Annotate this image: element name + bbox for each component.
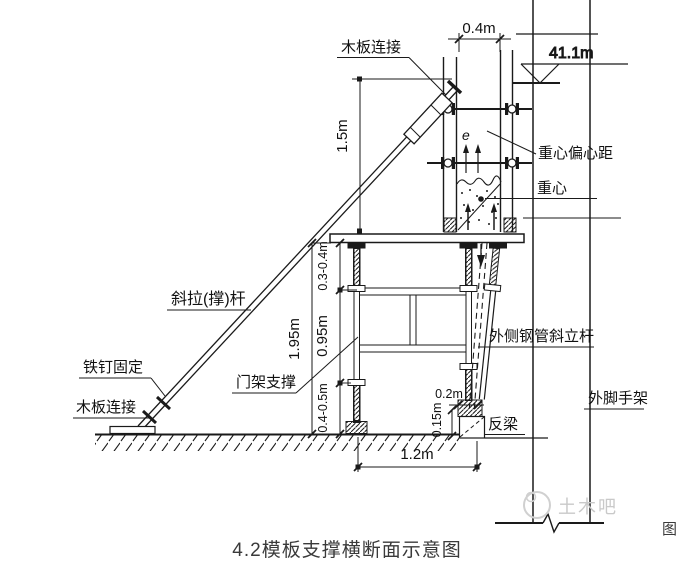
dim-base-span: 1.2m xyxy=(400,446,433,463)
watermark-text: 土木吧 xyxy=(558,497,618,517)
frame-bottom-rail xyxy=(359,344,467,353)
dim-bottom-jack: 0.4-0.5m xyxy=(316,383,330,432)
watermark: 土木吧 xyxy=(523,491,618,519)
screw-jack xyxy=(465,248,473,287)
part-labels: 木板连接 斜拉(撑)杆 铁钉固定 木板连接 门架支撑 外侧钢管斜立杆 外脚手架 … xyxy=(73,38,648,435)
tie-bolt xyxy=(504,156,520,170)
watermark-logo-icon xyxy=(523,491,551,519)
label-nail-fixing: 铁钉固定 xyxy=(83,359,143,376)
label-center-of-gravity: 重心 xyxy=(537,180,567,197)
frame-top-rail xyxy=(359,287,467,296)
label-outer-scaffold: 外脚手架 xyxy=(588,390,648,407)
strut-connector xyxy=(155,395,172,411)
dimensions: 0.4m 1.5m 1.95m 0.3-0.4m 0.95m 0.4-0.5m … xyxy=(286,20,511,472)
load-arrow xyxy=(477,255,485,267)
dim-upper-height: 1.5m xyxy=(334,119,351,152)
tie-bolt xyxy=(504,102,520,116)
label-inverted-beam: 反梁 xyxy=(488,416,518,433)
dim-rod-offset: 0.2m xyxy=(435,387,463,401)
wedge-pad-right xyxy=(503,217,517,233)
frame-center-post xyxy=(409,294,417,346)
diagonal-strut xyxy=(109,79,463,435)
center-of-gravity-dot xyxy=(478,196,484,202)
dim-total-height: 1.95m xyxy=(286,318,303,360)
strut-top-cap xyxy=(446,79,463,95)
dim-top-width: 0.4m xyxy=(462,20,495,37)
base-plate-left xyxy=(345,421,368,434)
screw-jack xyxy=(353,248,361,287)
corner-char: 图 xyxy=(662,521,677,538)
elevation-value: 41.1m xyxy=(549,45,593,62)
ground xyxy=(95,433,548,451)
label-diagonal-tie-rod: 斜拉(撑)杆 xyxy=(171,290,246,308)
strut-sole-plate xyxy=(109,425,156,435)
figure-caption: 4.2模板支撑横断面示意图 xyxy=(232,539,461,561)
eccentricity-dim: e xyxy=(462,127,481,173)
tie-bolt xyxy=(440,156,456,170)
label-gate-frame-support: 门架支撑 xyxy=(236,374,296,391)
screw-jack xyxy=(353,385,361,423)
label-outer-steel-pipe-rod: 外侧钢管斜立杆 xyxy=(489,328,594,345)
label-wood-connection-bottom: 木板连接 xyxy=(76,398,136,416)
gate-frame xyxy=(345,242,486,439)
hidden-rod-dashed xyxy=(468,242,483,414)
concrete-block xyxy=(443,175,517,233)
dim-beam-depth: 0.15m xyxy=(430,403,444,438)
inclined-outer-rod xyxy=(468,242,507,414)
label-cog-eccentricity: 重心偏心距 xyxy=(538,145,613,162)
hidden-rod-dashed xyxy=(473,242,488,414)
break-symbol xyxy=(542,512,560,534)
platform-beam xyxy=(329,233,525,244)
outer-scaffold-lines xyxy=(495,0,621,534)
elevation-marker: 41.1m xyxy=(512,45,628,84)
strut-connector xyxy=(141,409,158,425)
wedge-pad-left xyxy=(443,217,457,233)
dim-frame-height: 0.95m xyxy=(314,315,331,357)
dim-platform-gap: 0.3-0.4m xyxy=(316,241,330,290)
label-wood-connection-top: 木板连接 xyxy=(341,38,401,56)
formwork-panels xyxy=(427,50,532,232)
strut-sleeve xyxy=(402,92,454,145)
eccentricity-symbol: e xyxy=(462,127,470,143)
